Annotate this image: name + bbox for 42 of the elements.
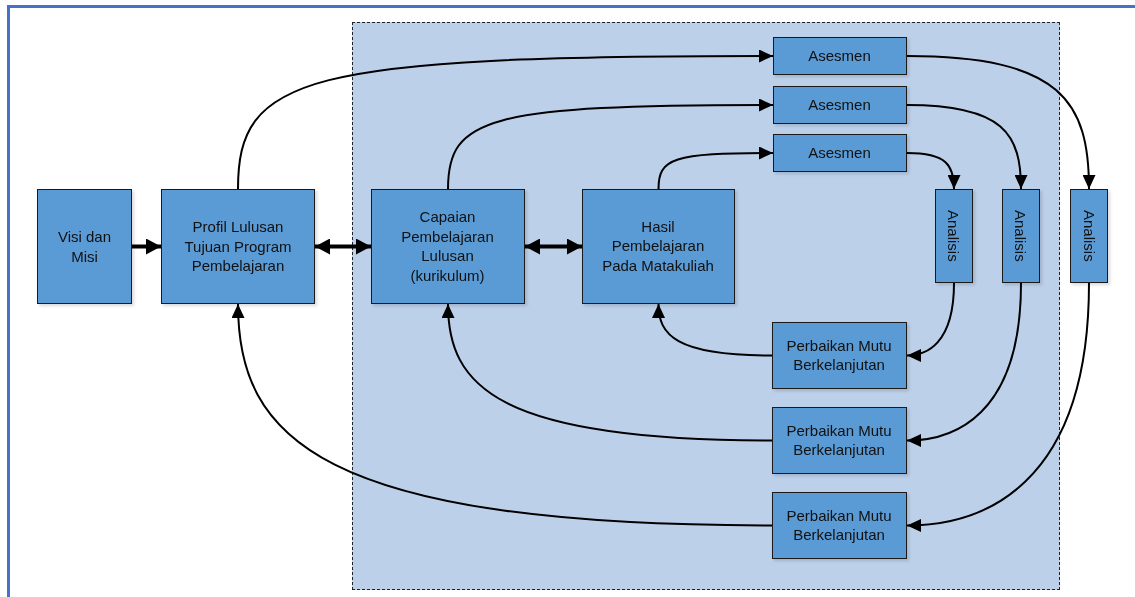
arrow <box>657 146 774 190</box>
box-label: Profil Lulusan Tujuan Program Pembelajaran <box>183 217 293 276</box>
box-label: Analisis <box>1079 210 1099 262</box>
arrow <box>132 238 161 255</box>
arrow <box>232 303 773 527</box>
process-box <box>37 189 132 304</box>
process-box <box>1070 189 1108 283</box>
arrow <box>442 303 773 442</box>
arrow <box>906 282 955 362</box>
process-box <box>161 189 315 304</box>
process-box <box>771 491 907 559</box>
box-label: Perbaikan Mutu Berkelanjutan <box>785 505 893 545</box>
process-box <box>771 406 907 474</box>
process-box <box>934 188 973 283</box>
box-label: Asesmen <box>807 45 872 66</box>
arrow <box>906 55 1096 190</box>
arrow <box>237 49 774 190</box>
box-label: Perbaikan Mutu Berkelanjutan <box>785 335 893 375</box>
dashed-region <box>352 22 1060 590</box>
box-label: Analisis <box>1011 209 1031 262</box>
box-label: Capaian Pembelajaran Lulusan (kurikulum) <box>400 207 495 285</box>
arrow <box>906 282 1090 532</box>
process-box <box>772 133 907 172</box>
box-label: Analisis <box>944 209 964 262</box>
arrow <box>906 282 1022 447</box>
process-box <box>772 85 907 124</box>
arrow <box>525 238 582 255</box>
process-box <box>771 321 907 389</box>
process-box <box>772 36 907 75</box>
box-label: Asesmen <box>807 142 872 163</box>
arrow <box>906 152 961 190</box>
arrow <box>447 98 774 190</box>
process-box <box>370 188 525 304</box>
arrow <box>906 104 1028 190</box>
box-label: Asesmen <box>807 94 872 115</box>
box-label: Visi dan Misi <box>56 227 113 266</box>
arrow <box>315 238 371 255</box>
process-box <box>581 188 735 304</box>
box-label: Perbaikan Mutu Berkelanjutan <box>785 420 893 460</box>
process-box <box>1001 188 1040 283</box>
arrow <box>652 303 773 357</box>
box-label: Hasil Pembelajaran Pada Matakuliah <box>601 216 715 276</box>
